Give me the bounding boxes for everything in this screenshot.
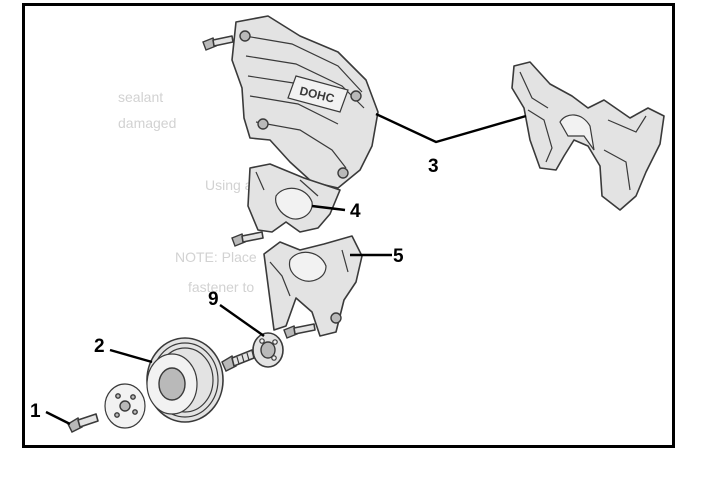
bolt-upper-cover [202,35,234,51]
bolt-lower-cover [283,323,316,339]
callout-9: 9 [208,289,219,310]
leader-9 [219,304,265,337]
leader-3 [375,112,527,144]
middle-timing-cover [247,163,341,233]
crankshaft-sprocket [252,332,284,368]
callout-3: 3 [428,156,439,177]
callout-labels: 3 4 5 9 2 1 [30,156,439,422]
callout-4: 4 [350,201,361,222]
callout-1: 1 [30,401,41,422]
ghost-line-2: damaged [118,115,176,131]
leader-lines [45,112,527,426]
ghost-line-1: sealant [118,89,163,105]
leader-4 [311,204,346,212]
leader-1 [45,410,71,426]
ghost-line-4: NOTE: Place [175,249,257,265]
bolt-middle-cover [231,231,264,247]
pulley-plate [104,383,146,429]
upper-timing-cover: DOHC [231,15,379,189]
plate-bolt [67,413,99,433]
callout-2: 2 [94,336,105,357]
crankshaft-pulley [146,337,224,423]
callout-5: 5 [393,246,404,267]
leader-2 [109,348,153,364]
upper-timing-cover-rear [511,61,665,211]
lower-timing-cover [263,235,363,337]
pulley-bolt [221,349,255,372]
ghost-line-5: fastener to [188,279,254,295]
